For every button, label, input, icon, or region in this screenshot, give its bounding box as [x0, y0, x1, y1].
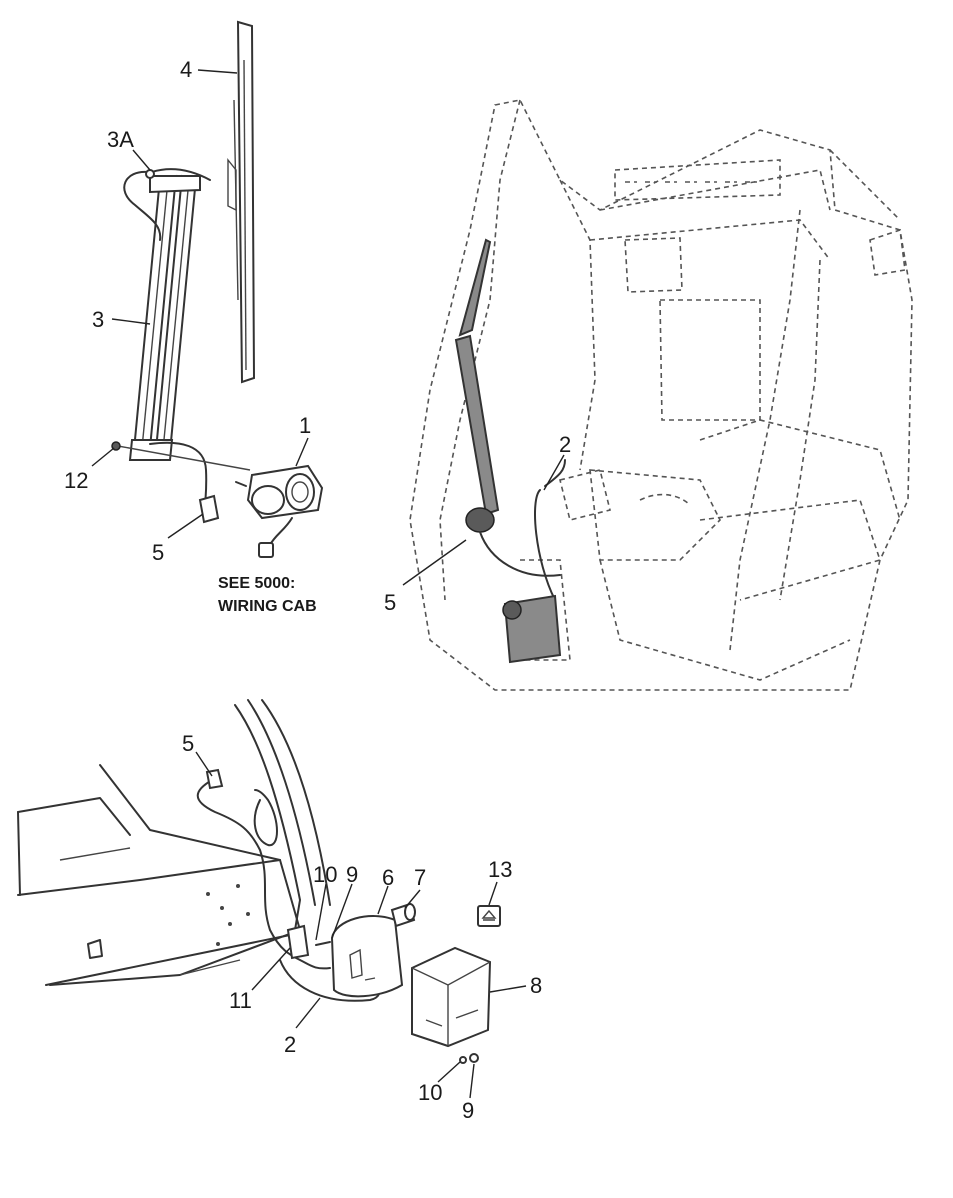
callout-5-cab: 5 — [384, 590, 396, 615]
callout-10-upper: 10 — [313, 862, 337, 887]
callout-11: 11 — [229, 988, 252, 1013]
callout-5-top-left: 5 — [152, 540, 164, 565]
cab-wiper-parts — [454, 238, 566, 664]
wiper-motor — [235, 464, 324, 558]
callout-6: 6 — [382, 865, 394, 890]
callout-3: 3 — [92, 307, 104, 332]
wiring-note-line1: SEE 5000: — [218, 575, 295, 592]
leaders-bottom — [195, 751, 527, 1099]
callout-2-bottom: 2 — [284, 1032, 296, 1057]
callout-1: 1 — [299, 413, 311, 438]
leader-2-cab — [543, 454, 565, 491]
callout-8: 8 — [530, 973, 542, 998]
wiring-note-line2: WIRING CAB — [218, 598, 317, 615]
hose-nozzle — [145, 169, 155, 179]
cab-outline — [409, 99, 913, 691]
callout-9-lower: 9 — [462, 1098, 474, 1123]
callout-10-lower: 10 — [418, 1080, 442, 1105]
washer-hose-3a — [123, 168, 211, 241]
callout-13: 13 — [488, 857, 512, 882]
wiper-arm — [128, 174, 201, 461]
callout-3a: 3A — [107, 127, 134, 152]
callout-9-upper: 9 — [346, 862, 358, 887]
wiper-blade — [227, 20, 256, 384]
callout-4: 4 — [180, 57, 192, 82]
callout-5-bottom: 5 — [182, 731, 194, 756]
callout-2-cab: 2 — [559, 432, 571, 457]
washer-assembly — [17, 699, 501, 1064]
callout-7: 7 — [414, 865, 426, 890]
wiper-assembly-exploded — [111, 20, 324, 558]
leader-5-cab — [402, 539, 467, 586]
callout-12: 12 — [64, 468, 88, 493]
switch-icon — [477, 905, 501, 927]
leaders-top-left — [91, 69, 309, 539]
